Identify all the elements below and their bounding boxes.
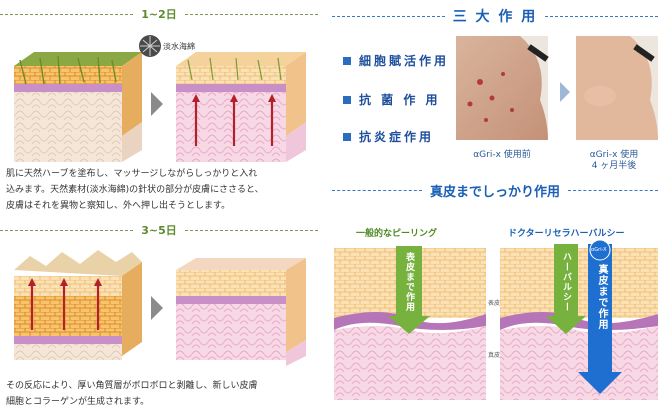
step2-header: 3~5日 <box>0 222 318 238</box>
step2-line1: その反応により、厚い角質層がボロボロと剥離し、新しい皮膚 <box>6 381 258 391</box>
arrow-deep-label: 真皮まで作用 <box>596 264 607 330</box>
arrow-herbal-label: ハーバルシー <box>561 252 571 312</box>
after-caption: αGri-x 使用 4 ヶ月半後 <box>589 150 639 171</box>
skin-block-renewed <box>176 258 306 366</box>
deep-title: 真皮までしっかり作用 <box>430 184 561 200</box>
chevron-right-icon <box>151 92 163 116</box>
layer-dermis-label: 真皮 <box>488 352 501 359</box>
effects-title: 三 大 作 用 <box>452 9 538 25</box>
effect-item: 抗炎症作用 <box>343 128 434 145</box>
chevron-right-icon <box>151 296 163 320</box>
bullet-square-icon <box>343 56 351 65</box>
peeling-label: 一般的なピーリング <box>356 229 438 239</box>
bullet-square-icon <box>343 132 351 141</box>
step1-label: 1~2日 <box>141 8 177 21</box>
skin-block-reaction <box>176 52 306 162</box>
deep-header: 真皮までしっかり作用 <box>332 180 659 200</box>
arrow-peel-label: 表皮まで作用 <box>404 252 414 312</box>
effect-item: 抗 菌 作 用 <box>343 91 441 108</box>
skin-block-herb <box>14 52 142 162</box>
step1-line3: 皮膚はそれを異物と察知し、外へ押し出そうとします。 <box>6 201 231 211</box>
freshwater-sponge-icon <box>139 35 161 57</box>
arrow-epidermis <box>388 246 430 334</box>
step1-description: 肌に天然ハーブを塗布し、マッサージしながらしっかりと入れ 込みます。天然素材(淡… <box>6 166 336 214</box>
step1-line2: 込みます。天然素材(淡水海綿)の針状の部分が皮膚にささると、 <box>6 185 264 195</box>
skin-block-peeling <box>14 250 142 360</box>
effects-header: 三 大 作 用 <box>332 6 658 26</box>
step2-description: その反応により、厚い角質層がボロボロと剥離し、新しい皮膚 細胞とコラーゲンが生成… <box>6 378 336 410</box>
arrow-herbal <box>546 244 586 334</box>
herb-label: 淡水海綿 <box>163 42 195 51</box>
effect-item: 細胞賦活作用 <box>343 52 449 69</box>
before-caption: αGri-x 使用前 <box>473 150 531 160</box>
step1-line1: 肌に天然ハーブを塗布し、マッサージしながらしっかりと入れ <box>6 169 258 179</box>
face-before-photo <box>456 36 549 140</box>
doctor-herbal-label: ドクターリセラハーバルシー <box>508 229 625 239</box>
arrow-dermis <box>578 244 622 394</box>
step2-line2: 細胞とコラーゲンが生成されます。 <box>6 397 150 407</box>
badge-text: αGri-X <box>591 247 607 253</box>
bullet-square-icon <box>343 95 351 104</box>
agrix-badge-icon <box>589 239 611 261</box>
herbal-diagram <box>500 248 658 400</box>
face-after-photo <box>576 36 658 140</box>
step1-header: 1~2日 <box>0 6 318 22</box>
step2-label: 3~5日 <box>141 224 177 237</box>
layer-epidermis-label: 表皮 <box>488 300 501 307</box>
chevron-right-icon <box>560 82 570 102</box>
